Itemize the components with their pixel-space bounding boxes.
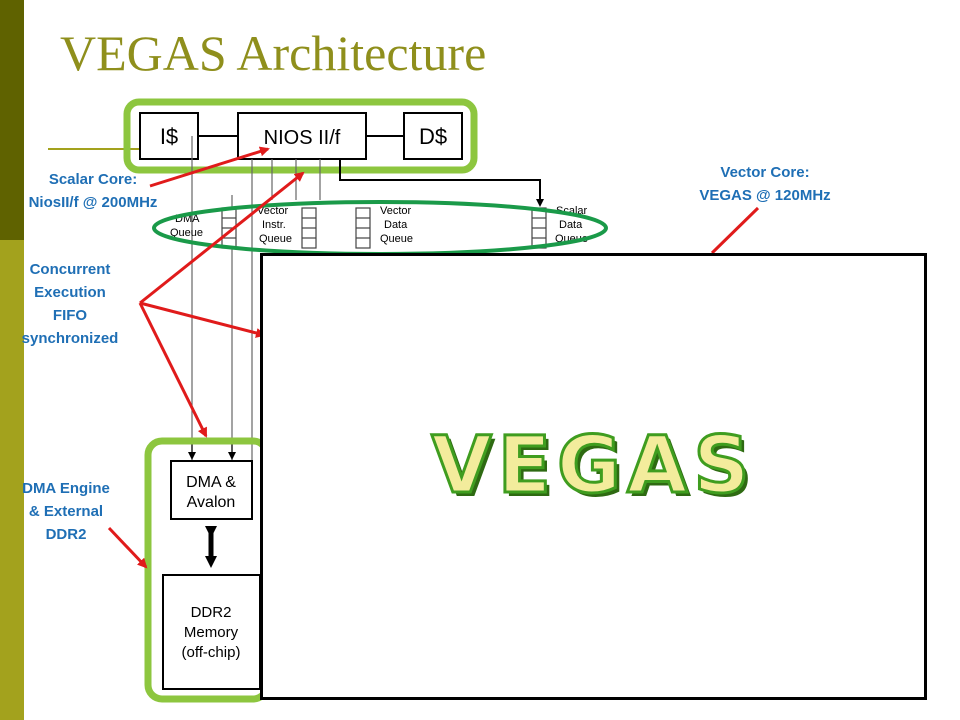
vector-core-annotation: Vector Core: VEGAS @ 120MHz	[675, 161, 855, 207]
scalar-core-line2: NiosII/f @ 200MHz	[28, 194, 158, 211]
title-underline	[48, 148, 158, 150]
vegas-core-panel: VEGAS	[260, 253, 927, 700]
dma-avalon-block	[170, 460, 253, 520]
ddr2-label-3: (off-chip)	[182, 644, 241, 661]
concurrent-line1: Concurrent	[29, 261, 111, 278]
dma-line2: & External	[28, 503, 104, 520]
vector-data-queue-label-2: Data	[384, 219, 408, 231]
scalar-core-annotation: Scalar Core: NiosII/f @ 200MHz	[8, 168, 178, 214]
dma-line1: DMA Engine	[22, 480, 110, 497]
ddr2-label-2: Memory	[184, 624, 239, 641]
icache-label: I$	[160, 124, 178, 149]
concurrent-line3: FIFO	[52, 307, 88, 324]
annotation-arrows	[107, 146, 760, 569]
vector-data-queue-label-3: Queue	[380, 233, 413, 245]
dma-engine-annotation: DMA Engine & External DDR2	[4, 477, 128, 546]
ddr2-label-1: DDR2	[191, 604, 232, 621]
scalar-data-queue-label-2: Data	[559, 219, 583, 231]
sidebar-dark-band	[0, 0, 24, 240]
scalar-core-line1: Scalar Core:	[48, 171, 138, 188]
concurrent-line4: synchronized	[21, 330, 119, 347]
scalar-core-highlight	[123, 98, 478, 174]
vector-data-queue-fifo	[355, 207, 371, 249]
vector-instr-queue-label-3: Queue	[259, 233, 292, 245]
vector-core-line1: Vector Core:	[720, 164, 810, 181]
dma-avalon-label-1: DMA &	[186, 474, 236, 491]
slide-title: VEGAS Architecture	[60, 25, 487, 81]
dma-line3: DDR2	[45, 526, 87, 543]
concurrent-execution-annotation: Concurrent Execution FIFO synchronized	[4, 258, 136, 350]
dma-avalon-label-2: Avalon	[187, 494, 236, 511]
vector-instr-queue-label-2: Instr.	[262, 219, 286, 231]
icache-block	[139, 112, 199, 160]
vector-instr-queue-fifo	[301, 207, 317, 249]
scalar-data-queue-fifo	[531, 207, 547, 249]
scalar-data-bus	[339, 159, 544, 207]
vegas-logo-text: VEGAS	[430, 420, 756, 513]
vector-instr-queue-label-1: Vector	[257, 205, 289, 217]
sidebar-light-band	[0, 240, 24, 720]
nios-label: NIOS II/f	[264, 127, 341, 149]
dcache-block	[403, 112, 463, 160]
dcache-label: D$	[419, 124, 447, 149]
dma-queue-label-2: Queue	[170, 227, 203, 239]
vector-data-queue-label-1: Vector	[380, 205, 412, 217]
concurrent-line2: Execution	[34, 284, 106, 301]
vector-core-line2: VEGAS @ 120MHz	[699, 187, 831, 204]
